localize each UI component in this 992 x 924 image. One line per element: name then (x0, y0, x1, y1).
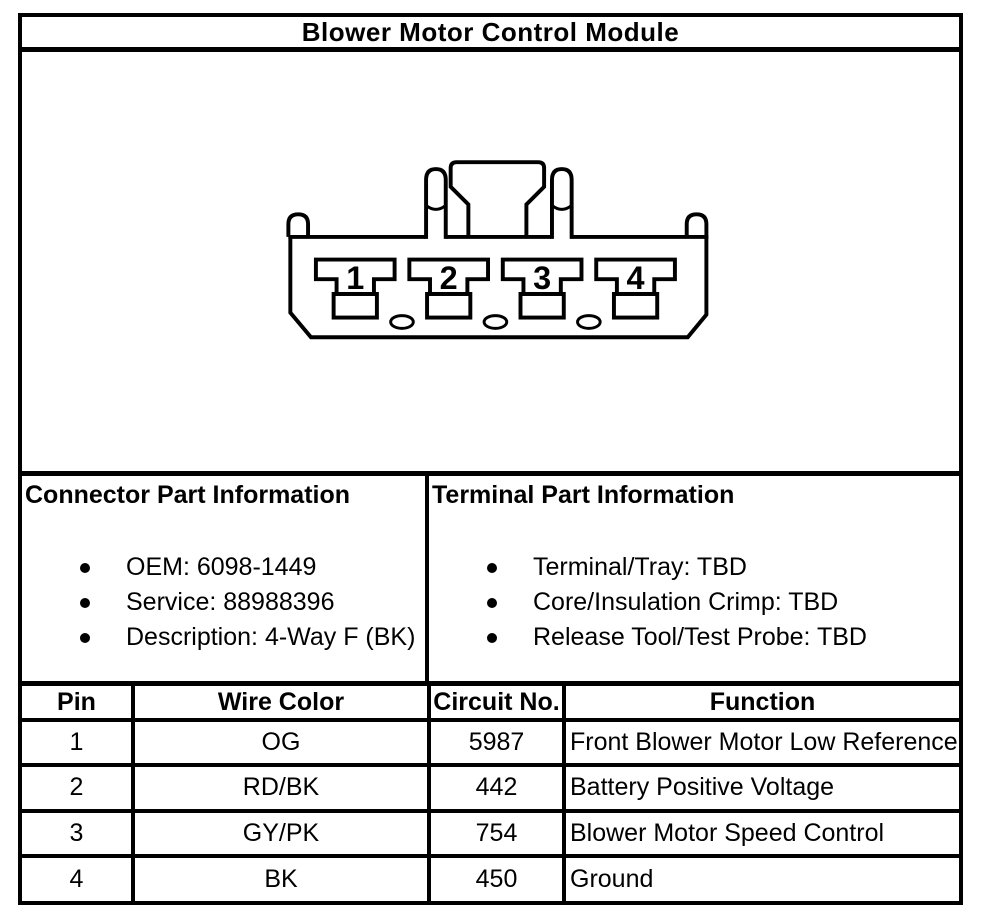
bullet-icon (487, 632, 497, 643)
terminal-info-item: Terminal/Tray: TBD (429, 550, 959, 585)
terminal-info-release-tool: Release Tool/Test Probe: TBD (533, 623, 867, 651)
pin-table-header-pin: Pin (20, 684, 135, 722)
pin-table-header-circuit-no: Circuit No. (427, 684, 566, 722)
connector-spec-document: Blower Motor Control Module 1 2 (18, 13, 963, 905)
bullet-icon (487, 562, 497, 573)
bullet-icon (80, 562, 90, 573)
cell-circuit-no: 442 (427, 763, 566, 813)
pin-number-3: 3 (533, 260, 551, 296)
latch-post-right (550, 167, 574, 239)
connector-diagram-panel: 1 2 3 4 (22, 52, 959, 476)
connector-face-diagram: 1 2 3 4 (286, 160, 709, 340)
terminal-part-info-panel: Terminal Part Information Terminal/Tray:… (429, 476, 959, 681)
connector-part-info-panel: Connector Part Information OEM: 6098-144… (22, 476, 429, 681)
cell-pin: 2 (20, 763, 135, 813)
connector-info-description: Description: 4-Way F (BK) (126, 623, 416, 651)
latch-post-left (424, 167, 448, 239)
latch-post-right-seam (551, 204, 573, 211)
cell-wire-color: GY/PK (131, 808, 431, 858)
cell-circuit-no: 754 (427, 808, 566, 858)
cell-circuit-no: 450 (427, 853, 566, 904)
bullet-icon (80, 597, 90, 608)
terminal-part-info-heading: Terminal Part Information (432, 481, 735, 509)
cell-wire-color: RD/BK (131, 763, 431, 813)
connector-body-outline (288, 236, 709, 340)
pin-terminal-3 (518, 291, 566, 320)
terminal-info-item: Release Tool/Test Probe: TBD (429, 620, 959, 655)
pin-number-1: 1 (346, 260, 364, 296)
cell-pin: 1 (20, 717, 135, 768)
pin-terminal-2 (425, 291, 473, 320)
connector-info-service: Service: 88988396 (126, 588, 335, 616)
cell-pin: 4 (20, 853, 135, 904)
part-info-row: Connector Part Information OEM: 6098-144… (22, 476, 959, 686)
connector-info-list: OEM: 6098-1449 Service: 88988396 Descrip… (22, 550, 425, 655)
document-title-bar: Blower Motor Control Module (22, 17, 959, 52)
cell-wire-color: OG (131, 717, 431, 768)
document-title: Blower Motor Control Module (301, 16, 680, 47)
pin-table-header-row: Pin Wire Color Circuit No. Function (20, 684, 961, 722)
bullet-icon (487, 597, 497, 608)
terminal-info-list: Terminal/Tray: TBD Core/Insulation Crimp… (429, 550, 959, 655)
table-row: 3 GY/PK 754 Blower Motor Speed Control (20, 808, 961, 858)
pin-table-header-wire-color: Wire Color (131, 684, 431, 722)
connector-info-item: Description: 4-Way F (BK) (22, 620, 425, 655)
cell-circuit-no: 5987 (427, 717, 566, 768)
cell-pin: 3 (20, 808, 135, 858)
cell-wire-color: BK (131, 853, 431, 904)
terminal-info-tray: Terminal/Tray: TBD (533, 553, 747, 581)
connector-ear-left-icon (286, 212, 311, 237)
cell-function: Front Blower Motor Low Reference (562, 717, 961, 768)
pin-number-2: 2 (440, 260, 458, 296)
terminal-info-crimp: Core/Insulation Crimp: TBD (533, 588, 839, 616)
cell-function: Ground (562, 853, 961, 904)
table-row: 4 BK 450 Ground (20, 853, 961, 904)
index-hole-2 (482, 314, 509, 330)
index-hole-1 (389, 314, 415, 330)
bullet-icon (80, 632, 90, 643)
connector-ear-right-icon (684, 212, 709, 237)
index-hole-3 (576, 314, 602, 330)
connector-info-item: OEM: 6098-1449 (22, 550, 425, 585)
cell-function: Blower Motor Speed Control (562, 808, 961, 858)
connector-part-info-heading: Connector Part Information (25, 481, 351, 509)
connector-info-item: Service: 88988396 (22, 585, 425, 620)
terminal-info-item: Core/Insulation Crimp: TBD (429, 585, 959, 620)
pin-number-4: 4 (627, 260, 645, 296)
pin-terminal-1 (331, 291, 379, 320)
table-row: 2 RD/BK 442 Battery Positive Voltage (20, 763, 961, 813)
latch-post-left-seam (425, 204, 447, 211)
pin-terminal-4 (611, 291, 660, 320)
cell-function: Battery Positive Voltage (562, 763, 961, 813)
connector-info-oem: OEM: 6098-1449 (126, 553, 317, 581)
table-row: 1 OG 5987 Front Blower Motor Low Referen… (20, 717, 961, 768)
latch-bridge (448, 160, 547, 237)
pin-table: Pin Wire Color Circuit No. Function 1 OG… (20, 684, 961, 904)
pin-table-header-function: Function (562, 684, 961, 722)
